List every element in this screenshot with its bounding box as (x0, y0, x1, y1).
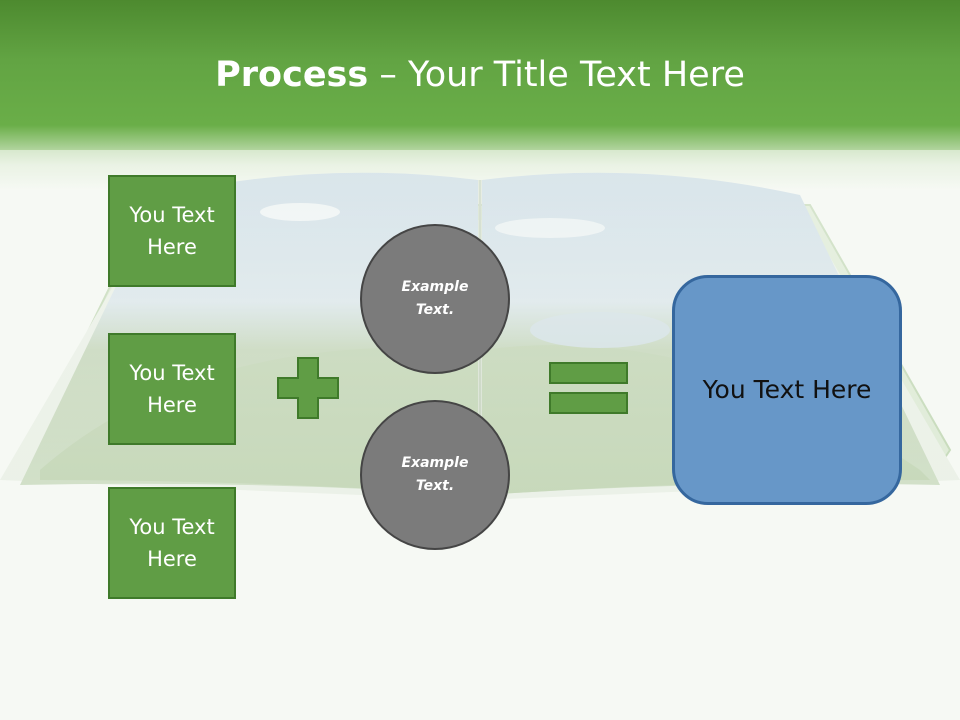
plus-icon (277, 357, 339, 419)
slide-title-bold: Process (215, 55, 369, 95)
text-box-1[interactable]: You Text Here (108, 175, 236, 287)
text-box-2-label: You Text Here (129, 361, 215, 417)
text-box-1-label: You Text Here (129, 203, 215, 259)
slide-title-rest: – Your Title Text Here (368, 55, 745, 95)
slide-title: Process – Your Title Text Here (0, 52, 960, 98)
text-box-3[interactable]: You Text Here (108, 487, 236, 599)
example-circle-2-label: Example Text. (401, 455, 469, 494)
text-box-2[interactable]: You Text Here (108, 333, 236, 445)
equals-icon (549, 362, 628, 414)
example-circle-1-label: Example Text. (401, 279, 469, 318)
result-box[interactable]: You Text Here (672, 275, 902, 505)
example-circle-2[interactable]: Example Text. (360, 400, 510, 550)
result-box-label: You Text Here (702, 375, 872, 404)
example-circle-1[interactable]: Example Text. (360, 224, 510, 374)
text-box-3-label: You Text Here (129, 515, 215, 571)
